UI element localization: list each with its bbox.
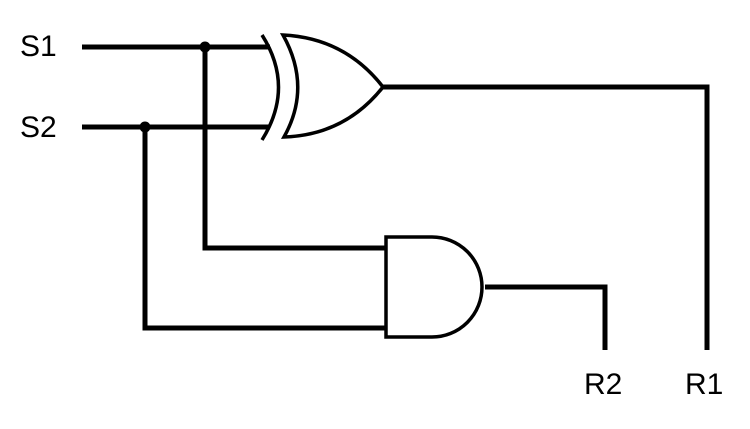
input-label-s1: S1 (20, 30, 57, 63)
junction-dot-s2 (139, 121, 151, 133)
wire-s2-to-and (142, 127, 387, 331)
output-label-r2: R2 (584, 368, 623, 401)
wire-s1-to-and (202, 47, 387, 251)
junction-dot-s1 (199, 41, 211, 53)
wire-and-to-r2 (485, 284, 608, 350)
and-gate (384, 235, 484, 339)
input-label-s2: S2 (20, 111, 57, 144)
xor-gate (279, 33, 386, 139)
output-label-r1: R1 (685, 368, 724, 401)
xor-gate-back-arc (260, 34, 281, 141)
wire-xor-to-r1 (383, 84, 710, 350)
